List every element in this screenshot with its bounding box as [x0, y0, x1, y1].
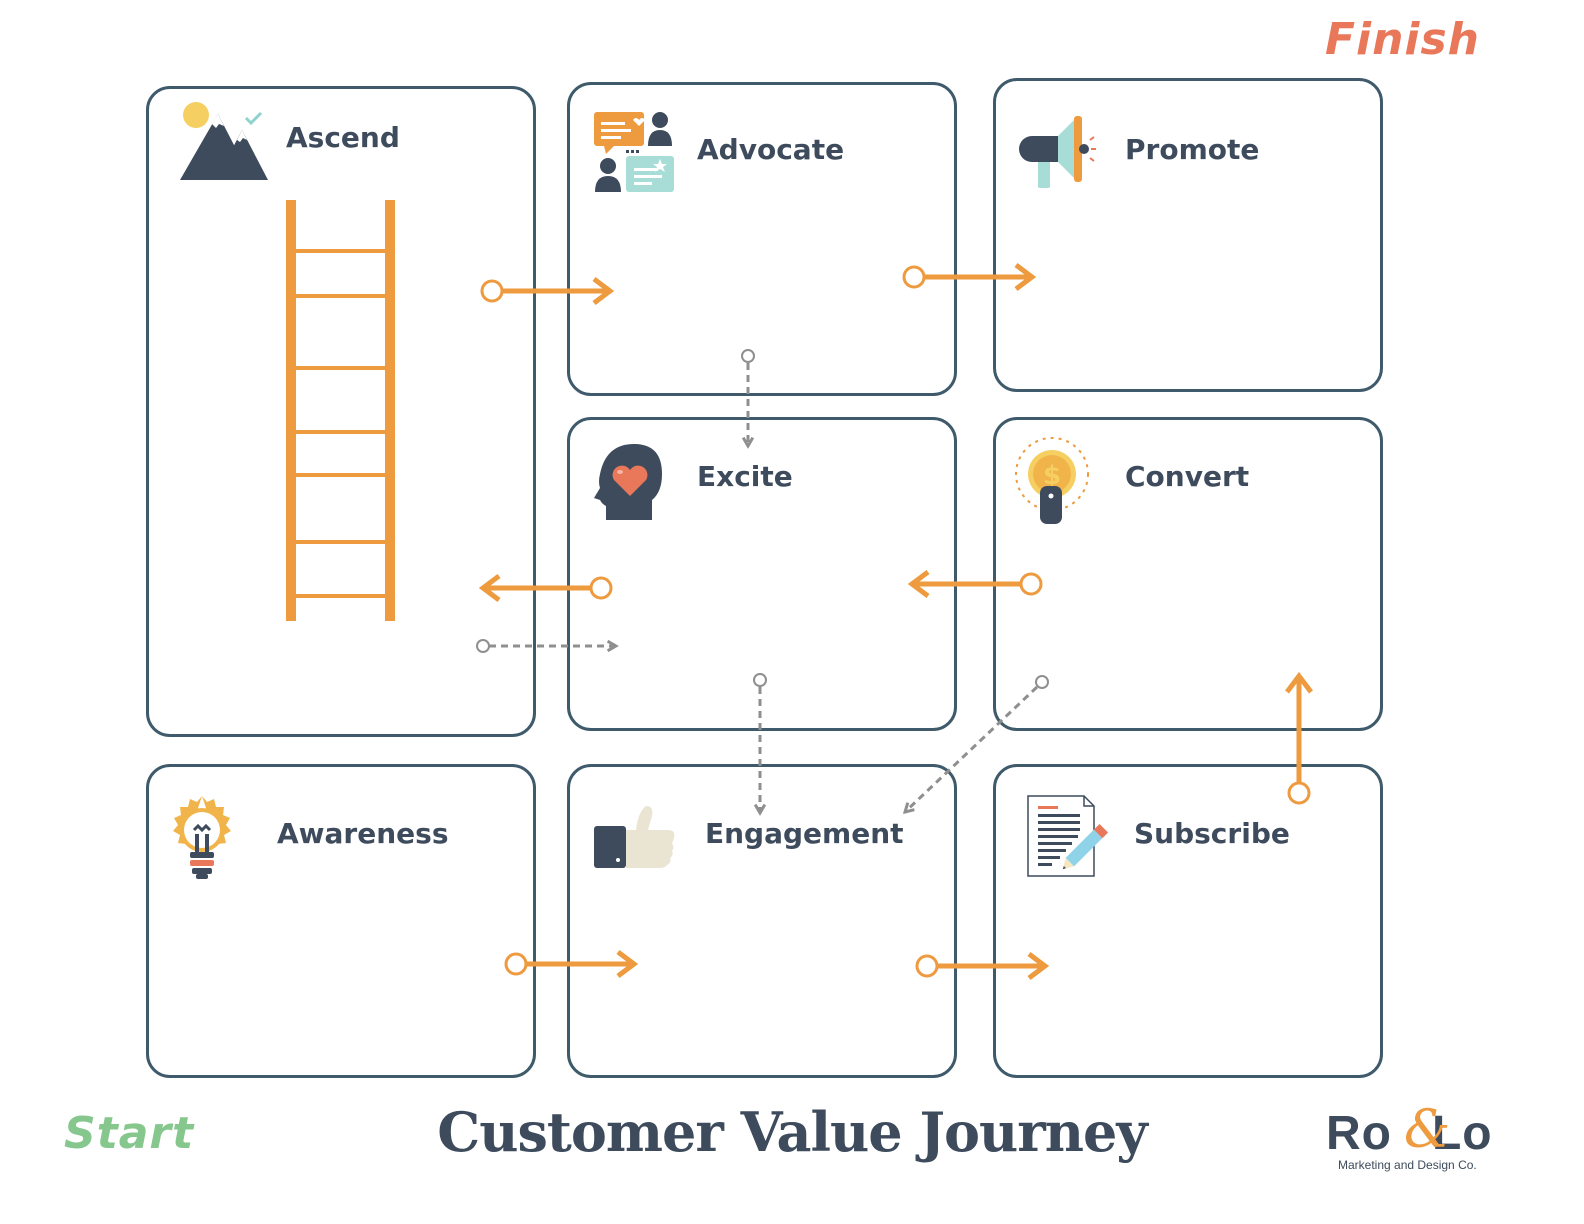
arrow-subscribe-to-convert [1285, 671, 1313, 805]
dashed-arrow-excite-to-engagement [753, 673, 767, 813]
stage-label-advocate: Advocate [697, 133, 845, 166]
logo-ampersand: & [1404, 1100, 1451, 1160]
stage-advocate[interactable] [567, 82, 957, 396]
lightbulb-icon [173, 796, 231, 879]
chat-people-icon [594, 112, 674, 192]
stage-label-engagement: Engagement [705, 817, 904, 850]
document-pencil-icon [1027, 795, 1109, 877]
stage-ascend[interactable] [146, 86, 536, 737]
svg-text:$: $ [1043, 461, 1061, 491]
arrow-excite-to-ascend [478, 574, 613, 602]
stage-label-ascend: Ascend [286, 121, 400, 154]
page-title: Customer Value Journey [437, 1100, 1147, 1164]
rolo-logo: Ro Lo & Marketing and Design Co. [1326, 1100, 1506, 1176]
arrow-advocate-to-promote [902, 263, 1037, 291]
dashed-arrow-convert-to-engagement [905, 675, 1049, 812]
stage-label-excite: Excite [697, 460, 793, 493]
stage-engagement[interactable] [567, 764, 957, 1078]
logo-right: Lo [1431, 1107, 1493, 1160]
stage-label-awareness: Awareness [277, 817, 449, 850]
megaphone-icon [1019, 116, 1096, 188]
stage-label-subscribe: Subscribe [1134, 817, 1290, 850]
start-label: Start [64, 1108, 195, 1159]
arrow-awareness-to-engagement [504, 950, 639, 978]
arrow-ascend-to-advocate [480, 277, 615, 305]
stage-promote[interactable] [993, 78, 1383, 392]
mountains-icon [180, 102, 268, 180]
logo-wordmark: Ro Lo [1326, 1106, 1493, 1161]
ladder [286, 200, 395, 621]
dashed-arrow-ascend-to-excite [476, 639, 616, 653]
logo-tagline: Marketing and Design Co. [1338, 1158, 1477, 1172]
coin-button-icon: $ [1015, 437, 1089, 524]
arrow-engagement-to-subscribe [915, 952, 1050, 980]
stage-label-convert: Convert [1125, 460, 1250, 493]
arrow-convert-to-excite [907, 570, 1043, 598]
thumbs-up-icon [594, 806, 675, 868]
dashed-arrow-advocate-to-excite [741, 349, 755, 446]
head-heart-icon [594, 444, 662, 520]
stage-label-promote: Promote [1125, 133, 1260, 166]
logo-left: Ro [1326, 1107, 1392, 1160]
finish-label: Finish [1324, 14, 1480, 65]
